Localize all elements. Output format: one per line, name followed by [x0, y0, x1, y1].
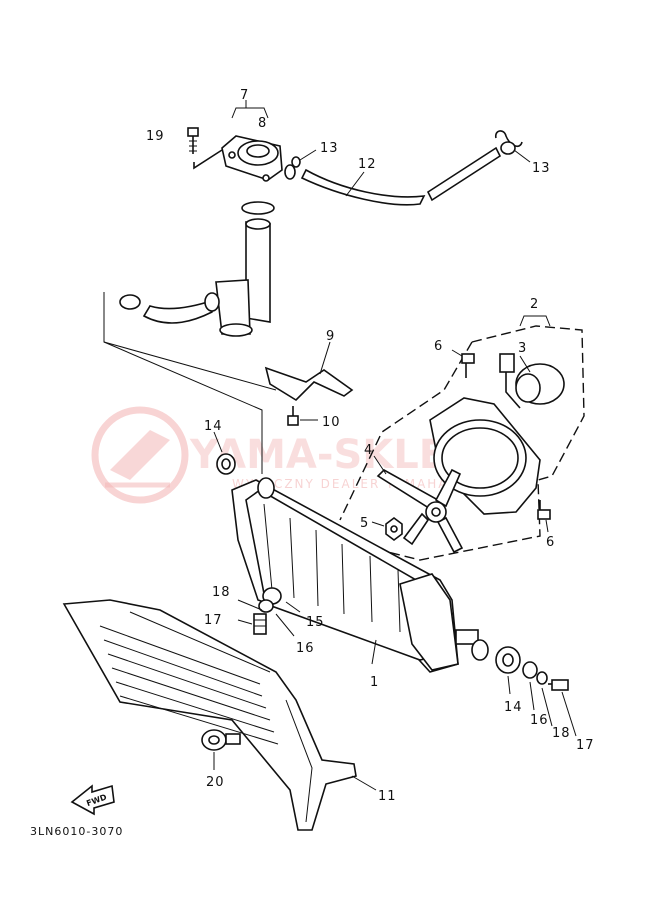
- callout-15: 15: [306, 615, 325, 630]
- callout-7: 7: [240, 88, 249, 103]
- callout-13-right: 13: [532, 161, 551, 176]
- part-13-clamp-left: [284, 156, 301, 180]
- callout-14-right: 14: [504, 700, 523, 715]
- part-17-bolt-right: [548, 679, 569, 691]
- assembly-line-left-2: [103, 341, 263, 474]
- leader-2: [519, 315, 551, 327]
- part-9-bracket: [264, 366, 354, 402]
- callout-1: 1: [370, 675, 379, 690]
- part-6-bolt-bottom: [537, 500, 551, 520]
- part-4-fan: [376, 468, 464, 554]
- part-13-clamp-right: [494, 130, 523, 155]
- bracket-line-7: [193, 149, 223, 170]
- callout-8: 8: [258, 116, 267, 131]
- fwd-arrow-icon: FWD: [70, 784, 115, 816]
- callout-17-right: 17: [576, 738, 595, 753]
- callout-10: 10: [322, 415, 341, 430]
- part-14-grommet-left: [216, 453, 236, 475]
- part-16-collar-left: [258, 599, 274, 613]
- part-10-bolt: [287, 406, 299, 426]
- part-20-bolt-collar: [201, 729, 241, 751]
- diagram-code: 3LN6010-3070: [30, 825, 123, 838]
- callout-18-right: 18: [552, 726, 571, 741]
- leader-7: [231, 107, 269, 119]
- callout-13-left: 13: [320, 141, 339, 156]
- callout-3: 3: [518, 341, 527, 356]
- group-2-boundary: [339, 325, 585, 561]
- watermark-logo-icon: [91, 406, 189, 504]
- callout-9: 9: [326, 329, 335, 344]
- callout-16-right: 16: [530, 713, 549, 728]
- filler-neck-assembly: [119, 201, 275, 337]
- part-12-hose-right: [426, 146, 502, 202]
- callout-4: 4: [364, 443, 373, 458]
- callout-6-top: 6: [434, 339, 443, 354]
- callout-12: 12: [358, 157, 377, 172]
- callout-6-bottom: 6: [546, 535, 555, 550]
- part-11-radiator-cover: [62, 599, 357, 831]
- callout-20: 20: [206, 775, 225, 790]
- callout-17-left: 17: [204, 613, 223, 628]
- part-5-nut: [385, 517, 403, 541]
- callout-18-left: 18: [212, 585, 231, 600]
- part-19-bolt: [187, 127, 199, 154]
- callout-16-left: 16: [296, 641, 315, 656]
- part-6-bolt-top: [461, 353, 475, 378]
- callout-2: 2: [530, 297, 539, 312]
- part-8-radiator-cap: [221, 135, 283, 182]
- callouts: 1 2 3 4 5 6 6 7 8 9 10 11 12 13 13 14 14…: [146, 88, 595, 804]
- part-16-collar-right: [522, 661, 538, 679]
- part-17-bolt-left: [253, 613, 267, 635]
- part-14-grommet-right: [495, 646, 521, 674]
- part-12-hose-left: [300, 168, 426, 206]
- group-2-boundary-2: [339, 341, 473, 521]
- callout-5: 5: [360, 516, 369, 531]
- callout-19: 19: [146, 129, 165, 144]
- callout-14-left: 14: [204, 419, 223, 434]
- part-18-washer-right: [536, 671, 548, 685]
- callout-11: 11: [378, 789, 397, 804]
- part-3-fan-motor: [499, 353, 565, 409]
- part-1-radiator: [231, 477, 489, 673]
